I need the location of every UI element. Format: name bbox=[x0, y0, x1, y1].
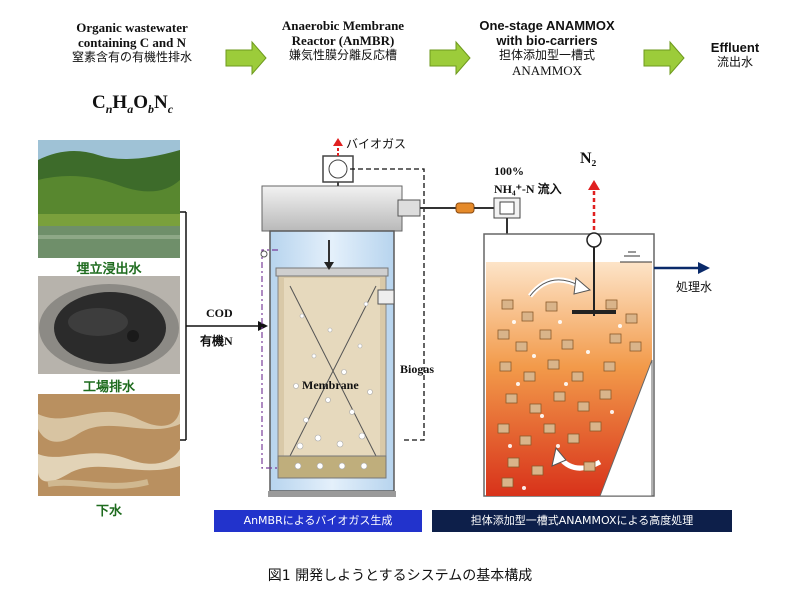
circulation-arrow-icon bbox=[551, 446, 567, 467]
header-step3: One-stage ANAMMOX with bio-carriers 担体添加… bbox=[462, 18, 632, 78]
biogas-up-arrow-icon bbox=[333, 138, 343, 146]
bio-carriers bbox=[497, 299, 642, 488]
step1-japanese: 窒素含有の有機性排水 bbox=[71, 50, 192, 64]
n2-up-arrow-icon bbox=[588, 180, 600, 190]
anmbr-reactor bbox=[260, 155, 403, 497]
n2-label: N₂ bbox=[580, 150, 597, 167]
header-arrows bbox=[225, 40, 685, 76]
membrane-label: Membrane bbox=[302, 378, 359, 392]
effluent-arrow-icon bbox=[698, 262, 710, 274]
header-step4: Effluent 流出水 bbox=[690, 40, 780, 70]
influent-percent-label: 100% bbox=[494, 164, 524, 178]
organic-n-label: 有機N bbox=[200, 334, 233, 348]
circulation-arrow-icon bbox=[573, 277, 592, 295]
cod-label: COD bbox=[206, 306, 233, 320]
step2-japanese: 嫌気性膜分離反応槽 bbox=[288, 48, 397, 62]
step1-english: Organic wastewater containing C and N bbox=[76, 20, 188, 50]
step3-japanese: 担体添加型一槽式 bbox=[498, 48, 595, 62]
landfill-label: 埋立浸出水 bbox=[76, 262, 142, 277]
sewage-label: 下水 bbox=[95, 504, 122, 519]
factory-label: 工場排水 bbox=[82, 380, 135, 395]
step4-english: Effluent bbox=[710, 40, 760, 55]
step3-english: One-stage ANAMMOX with bio-carriers bbox=[479, 18, 615, 48]
treated-water-label: 処理水 bbox=[676, 280, 713, 294]
step4-japanese: 流出水 bbox=[716, 55, 753, 69]
process-diagram bbox=[180, 138, 710, 497]
anmbr-banner: AnMBRによるバイオガス生成 bbox=[214, 510, 422, 532]
step3-anammox: ANAMMOX bbox=[511, 63, 583, 78]
landfill-photo bbox=[38, 140, 180, 258]
influent-label: NH₄⁺-N 流入 bbox=[494, 182, 562, 196]
chemical-formula: CnHaObNc bbox=[92, 92, 174, 116]
feed-arrow-icon bbox=[258, 321, 268, 331]
down-arrow-icon bbox=[324, 262, 334, 270]
source-bracket bbox=[180, 211, 258, 441]
arrow-right-icon bbox=[429, 40, 471, 76]
arrow-right-icon bbox=[643, 40, 685, 76]
biogas-line bbox=[350, 168, 425, 441]
step2-english: Anaerobic Membrane Reactor (AnMBR) bbox=[281, 18, 405, 48]
sewage-photo bbox=[38, 394, 180, 496]
header-step2: Anaerobic Membrane Reactor (AnMBR) 嫌気性膜分… bbox=[258, 18, 428, 63]
biogas-jp-label: バイオガス bbox=[346, 137, 407, 151]
anammox-banner: 担体添加型一槽式ANAMMOXによる高度処理 bbox=[432, 510, 732, 532]
factory-photo bbox=[38, 276, 180, 374]
figure-caption: 図1 開発しようとするシステムの基本構成 bbox=[267, 568, 533, 584]
anammox-tank bbox=[483, 180, 710, 497]
biogas-label: Biogas bbox=[400, 362, 435, 376]
header-step1: Organic wastewater containing C and N 窒素… bbox=[22, 20, 242, 65]
arrow-right-icon bbox=[225, 40, 267, 76]
